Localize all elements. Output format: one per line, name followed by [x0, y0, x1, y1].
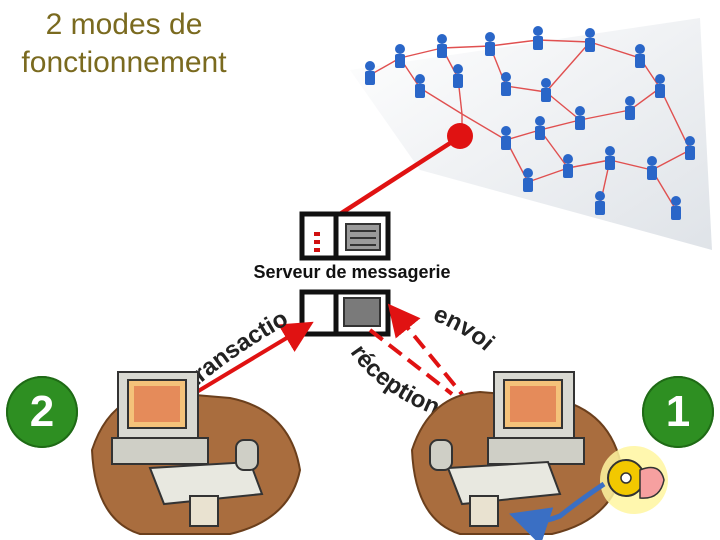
- cd-hand-icon: [509, 446, 668, 540]
- computer-desk-icon: [410, 371, 624, 535]
- network-people-icon: [350, 18, 712, 250]
- reception-arrow: [368, 328, 454, 396]
- mode-2-badge: 2: [6, 376, 78, 448]
- server-label: Serveur de messagerie: [253, 262, 451, 282]
- network-link: [338, 123, 473, 216]
- server-icon: [299, 211, 391, 337]
- computer-desk-icon: [90, 371, 302, 535]
- page-title: 2 modes de fonctionnement: [21, 8, 227, 79]
- envoi-label: envoi: [430, 300, 500, 356]
- envoi-arrow: [387, 303, 472, 406]
- transaction-label: transaction: [0, 0, 293, 393]
- mode-1-badge: 1: [642, 376, 714, 448]
- reception-label: réception: [345, 340, 444, 421]
- transaction-arrow: [166, 321, 314, 411]
